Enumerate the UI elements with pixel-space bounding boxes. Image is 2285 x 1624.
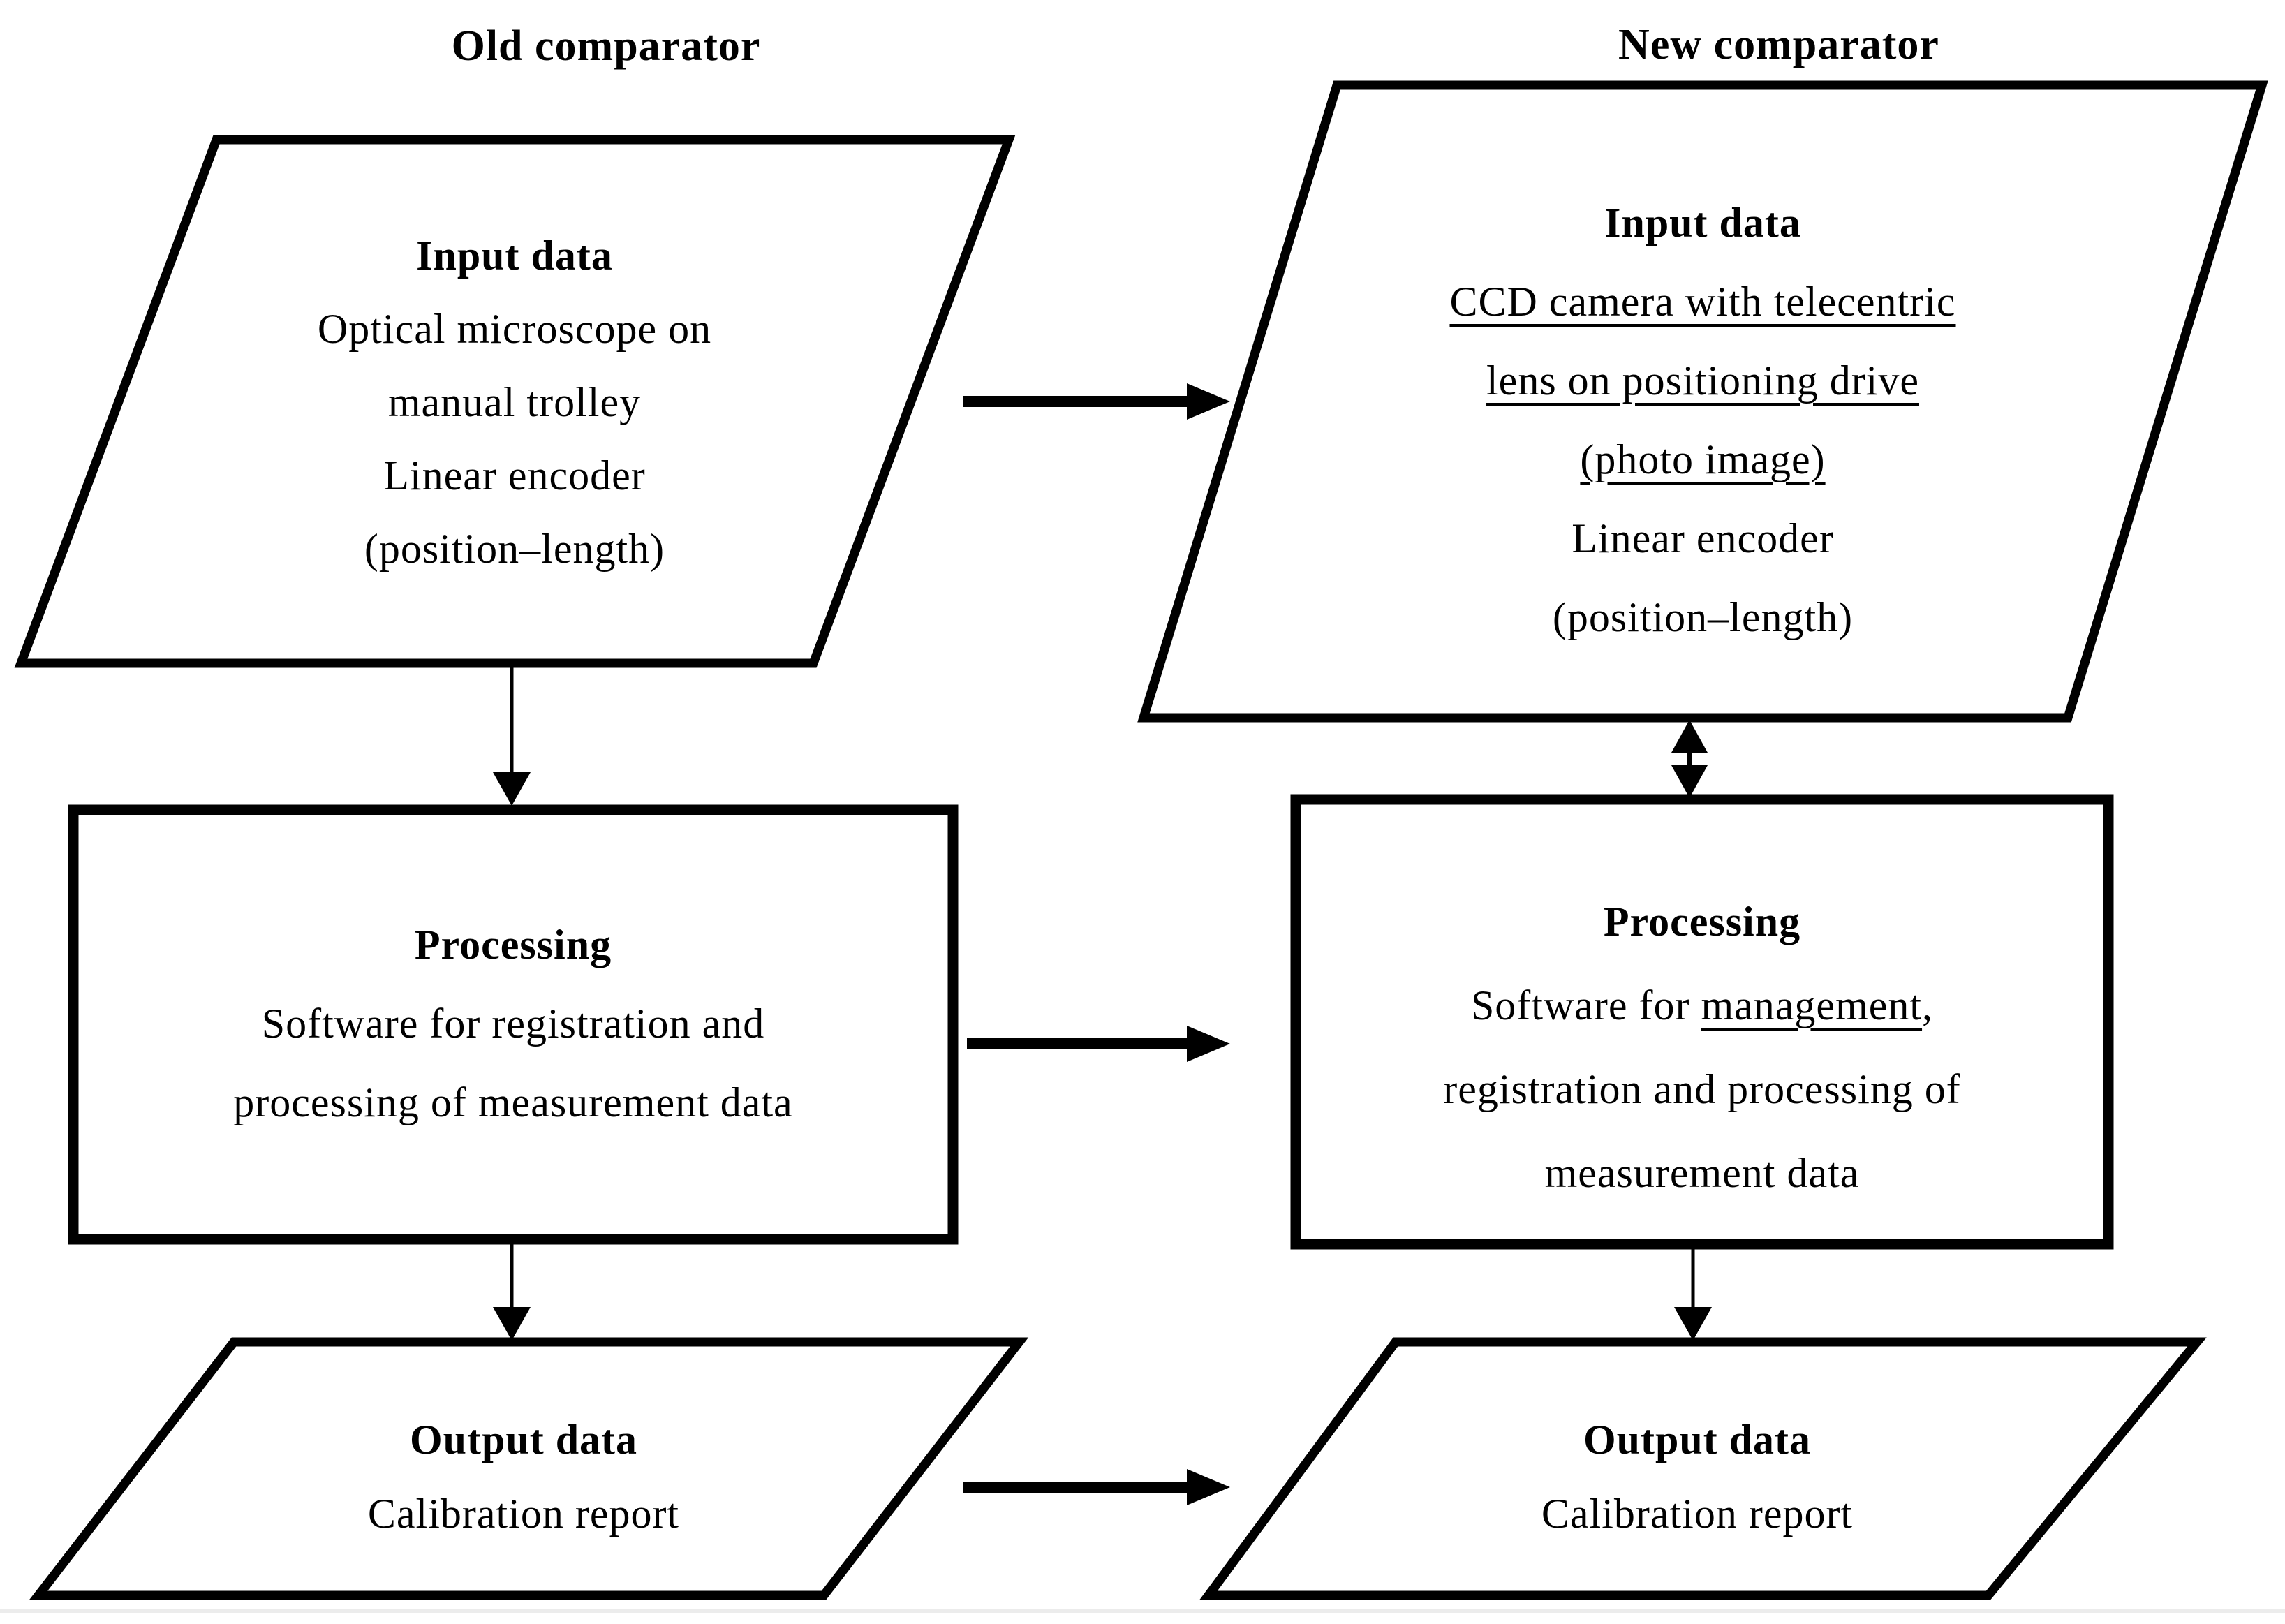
arrow-output-old-to-new <box>963 1469 1230 1505</box>
bottom-rule <box>0 1609 2285 1613</box>
new-processing-box <box>1290 794 2114 1250</box>
arrow-processing-old-to-new <box>967 1026 1230 1062</box>
software-underlined-segment: management <box>1701 982 1923 1028</box>
arrow-processing-old-to-new-head <box>1187 1026 1230 1062</box>
old-input-heading: Input data <box>416 232 613 279</box>
old-input-line: Linear encoder <box>383 452 646 499</box>
arrow-new-input-processing-bidirectional <box>1671 720 1708 798</box>
new-input-underlined-segment: lens on positioning drive <box>1486 357 1919 404</box>
arrow-old-input-to-processing <box>493 665 531 806</box>
old-output-heading: Output data <box>409 1417 638 1463</box>
new-input-text: Input data CCD camera with telecentric l… <box>1284 184 2122 657</box>
old-processing-text: Processing Software for registration and… <box>94 906 932 1142</box>
old-input-line: Optical microscope on <box>317 306 712 352</box>
software-suffix: , <box>1922 982 1934 1028</box>
new-input-line-underlined: lens on positioning drive <box>1284 341 2122 420</box>
new-input-line: Linear encoder <box>1572 515 1834 561</box>
new-input-line: (position–length) <box>1552 594 1854 640</box>
new-processing-line: registration and processing of <box>1443 1066 1961 1112</box>
arrow-new-processing-to-output-head <box>1674 1307 1712 1341</box>
old-processing-line: Software for registration and <box>261 1001 765 1047</box>
arrow-old-input-to-processing-head <box>493 772 531 806</box>
old-output-parallelogram <box>29 1337 1029 1600</box>
new-input-underlined-segment: (photo image) <box>1580 436 1826 482</box>
old-processing-heading: Processing <box>414 922 612 968</box>
arrow-old-processing-to-output-head <box>493 1307 531 1341</box>
arrow-input-old-to-new <box>963 383 1230 420</box>
new-input-underlined-segment: CCD camera with telecentric <box>1449 279 1956 325</box>
new-input-line-underlined: (photo image) <box>1284 420 2122 499</box>
new-output-text: Output data Calibration report <box>1278 1403 2116 1551</box>
new-processing-text: Processing Software for management, regi… <box>1283 880 2121 1215</box>
arrow-new-processing-to-output <box>1674 1246 1712 1341</box>
old-input-line: manual trolley <box>387 379 642 425</box>
old-input-parallelogram <box>14 135 1016 668</box>
arrow-input-old-to-new-head <box>1187 383 1230 420</box>
new-column-title: New comparator <box>1618 21 1939 68</box>
new-output-line: Calibration report <box>1541 1491 1854 1537</box>
arrow-new-input-processing-down-head <box>1671 765 1708 798</box>
arrow-output-old-to-new-head <box>1187 1469 1230 1505</box>
software-prefix: Software for <box>1470 982 1701 1028</box>
old-processing-box <box>68 804 959 1245</box>
new-input-parallelogram <box>1137 80 2268 723</box>
old-output-line: Calibration report <box>367 1491 680 1537</box>
arrow-new-input-processing-up-head <box>1671 720 1708 753</box>
old-input-text: Input data Optical microscope on manual … <box>96 219 933 586</box>
old-column-title: Old comparator <box>451 22 761 70</box>
old-output-text: Output data Calibration report <box>105 1403 942 1551</box>
new-input-line-underlined: CCD camera with telecentric <box>1284 263 2122 341</box>
new-processing-line: measurement data <box>1544 1150 1860 1196</box>
new-input-heading: Input data <box>1604 200 1801 246</box>
new-output-parallelogram <box>1199 1337 2207 1600</box>
old-input-line: (position–length) <box>364 526 665 572</box>
old-processing-line: processing of measurement data <box>233 1079 793 1125</box>
new-output-heading: Output data <box>1583 1417 1812 1463</box>
arrow-old-processing-to-output <box>493 1241 531 1341</box>
new-processing-heading: Processing <box>1603 899 1801 945</box>
new-processing-line-software: Software for management, <box>1283 964 2121 1047</box>
